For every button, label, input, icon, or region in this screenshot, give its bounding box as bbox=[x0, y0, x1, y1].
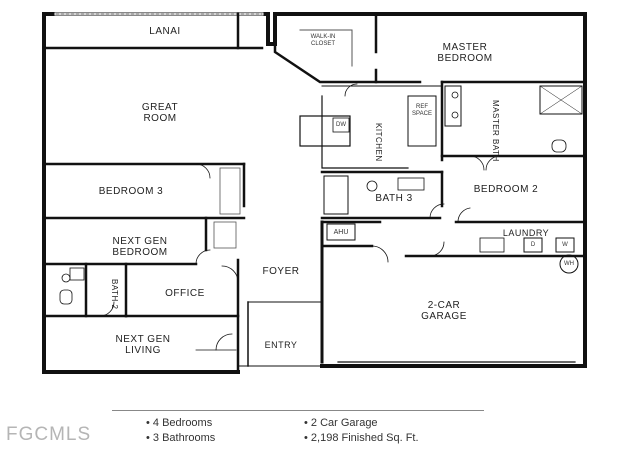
master-shower bbox=[539, 85, 583, 115]
foyer-label: FOYER bbox=[262, 266, 300, 277]
bedroom-3-label: BEDROOM 3 bbox=[98, 186, 164, 197]
next-gen-bedroom-label: NEXT GEN BEDROOM bbox=[112, 236, 168, 258]
kitchen-island bbox=[299, 115, 351, 147]
water-heater-label: WH bbox=[564, 261, 574, 267]
feature-garage: • 2 Car Garage bbox=[304, 417, 378, 429]
dishwasher-label: DW bbox=[336, 122, 346, 128]
feature-bedrooms: • 4 Bedrooms bbox=[146, 417, 213, 429]
fridge-space bbox=[407, 95, 437, 147]
entry-label: ENTRY bbox=[264, 340, 298, 350]
laundry-label: LAUNDRY bbox=[502, 228, 550, 238]
walkin-closet-label: WALK-IN CLOSET bbox=[310, 34, 336, 47]
master-vanity bbox=[444, 85, 462, 127]
washer bbox=[555, 237, 575, 253]
great-room-label: GREAT ROOM bbox=[141, 102, 179, 124]
kitchen-counter bbox=[321, 95, 409, 169]
walkin-closet-wall bbox=[273, 16, 378, 84]
exterior-wall bbox=[42, 12, 240, 374]
dryer bbox=[523, 237, 543, 253]
dryer-label: D bbox=[530, 242, 536, 248]
ref-space-label: REF SPACE bbox=[412, 104, 432, 117]
feature-bathrooms: • 3 Bathrooms bbox=[146, 432, 216, 444]
next-gen-living-label: NEXT GEN LIVING bbox=[115, 334, 171, 356]
ahu-label: AHU bbox=[333, 229, 349, 236]
bath3-tub bbox=[323, 175, 349, 215]
ahu bbox=[326, 223, 356, 241]
washer-label: W bbox=[562, 242, 568, 248]
watermark: FGCMLS bbox=[6, 424, 92, 445]
water-heater bbox=[559, 254, 579, 274]
kitchen-label: KITCHEN bbox=[374, 122, 383, 162]
bath-3-label: BATH 3 bbox=[375, 193, 413, 204]
footer-divider bbox=[112, 410, 484, 411]
dishwasher bbox=[332, 117, 350, 133]
bath-2-label: BATH 2 bbox=[110, 278, 119, 310]
master-bedroom-label: MASTER BEDROOM bbox=[437, 42, 493, 64]
feature-sqft: • 2,198 Finished Sq. Ft. bbox=[304, 432, 419, 444]
master-bath-label: MASTER BATH bbox=[491, 100, 500, 162]
lanai-label: LANAI bbox=[149, 26, 181, 37]
bedroom-2-label: BEDROOM 2 bbox=[473, 184, 539, 195]
garage-label: 2-CAR GARAGE bbox=[421, 300, 467, 322]
office-label: OFFICE bbox=[165, 288, 205, 299]
